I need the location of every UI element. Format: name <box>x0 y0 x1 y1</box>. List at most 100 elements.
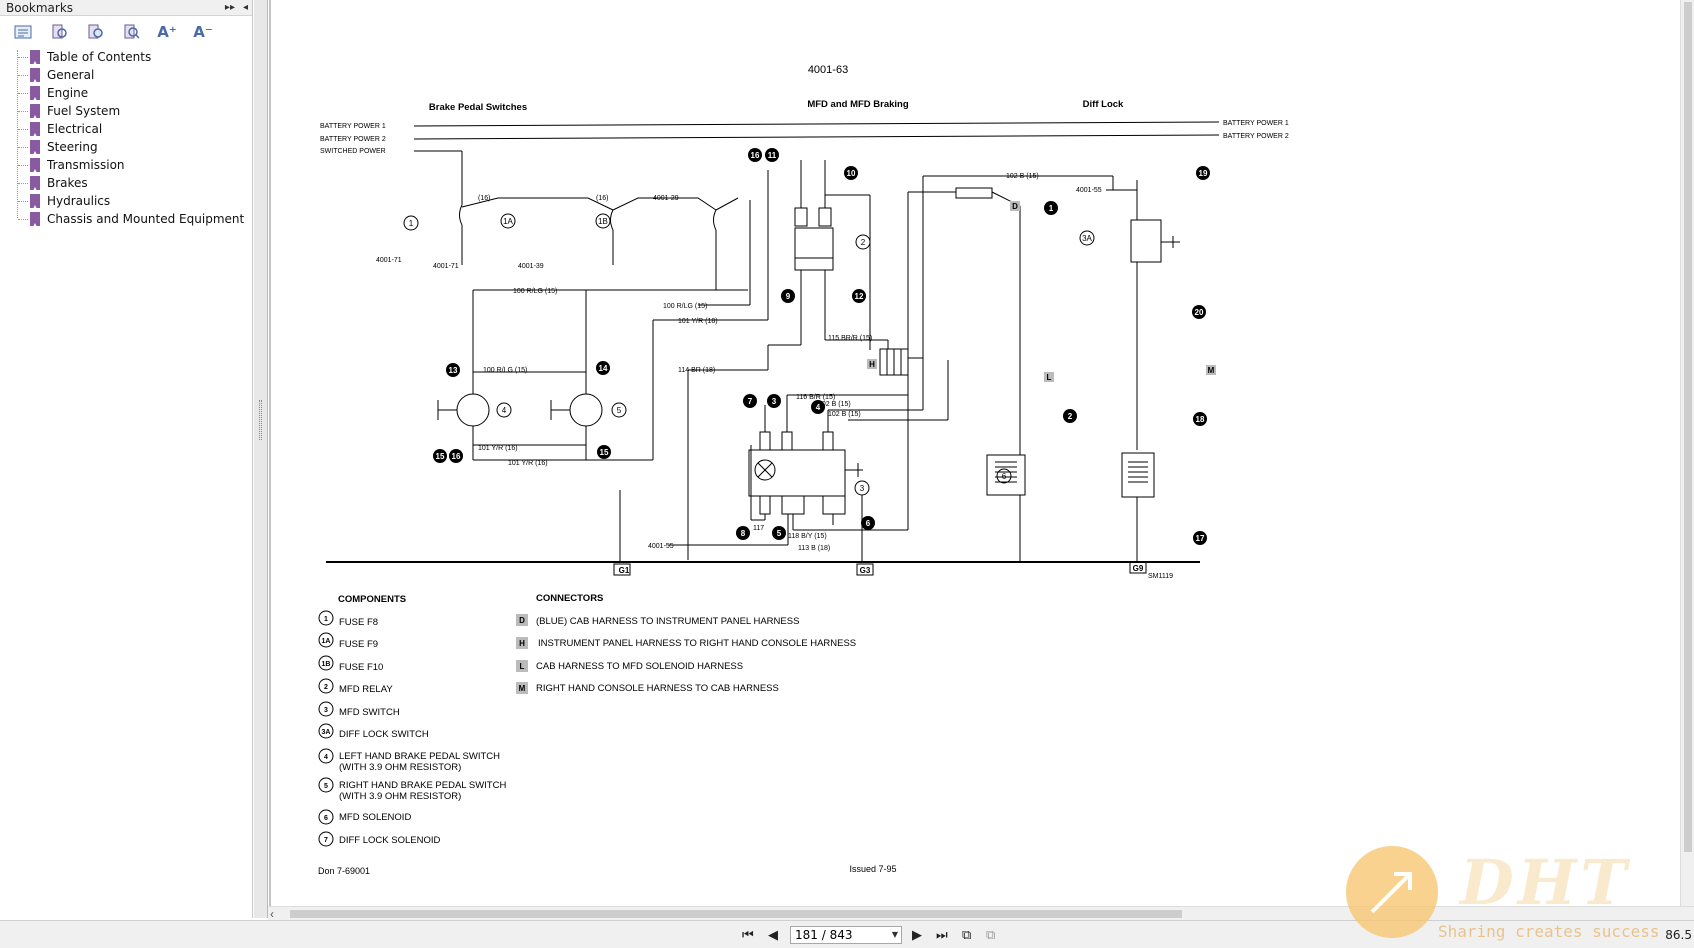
conn-name-d: (BLUE) CAB HARNESS TO INSTRUMENT PANEL H… <box>536 616 799 627</box>
bookmark-brakes[interactable]: Brakes <box>14 174 252 192</box>
conn-name-m: RIGHT HAND CONSOLE HARNESS TO CAB HARNES… <box>536 683 779 694</box>
bookmark-label: General <box>47 68 95 82</box>
svg-text:12: 12 <box>855 292 864 301</box>
bookmark-icon <box>30 158 40 173</box>
svg-text:115 BR/R (15): 115 BR/R (15) <box>828 335 872 342</box>
conn-id-d: D <box>519 616 525 625</box>
comp-name-5-note: (WITH 3.9 OHM RESISTOR) <box>339 791 461 802</box>
bookmark-electrical[interactable]: Electrical <box>14 120 252 138</box>
bookmark-label: Engine <box>47 86 89 100</box>
scroll-left-icon[interactable]: ‹ <box>270 907 274 921</box>
page-navigation-bar: ⏮ ◀ 181 / 843 ▼ ▶ ⏭ ⧉ ⧉ 86.5 <box>0 920 1694 948</box>
next-page-icon[interactable]: ▶ <box>912 927 922 942</box>
options-icon[interactable] <box>12 21 34 43</box>
svg-text:3: 3 <box>860 484 865 493</box>
comp-name-5: RIGHT HAND BRAKE PEDAL SWITCH <box>339 780 506 791</box>
svg-text:19: 19 <box>1199 169 1208 178</box>
svg-text:D: D <box>1012 202 1018 211</box>
svg-text:118 B/Y (15): 118 B/Y (15) <box>788 533 827 540</box>
components-heading: COMPONENTS <box>338 594 406 605</box>
svg-text:BATTERY POWER 1: BATTERY POWER 1 <box>320 123 386 130</box>
bookmark-table-of-contents[interactable]: Table of Contents <box>14 48 252 66</box>
comp-name-7: DIFF LOCK SOLENOID <box>339 835 440 846</box>
comp-id-5: 5 <box>324 783 328 790</box>
expand-bookmark-icon[interactable] <box>48 21 70 43</box>
comp-id-1a: 1A <box>322 638 331 645</box>
footer-doc-number: Don 7-69001 <box>318 866 370 876</box>
bookmark-icon <box>30 86 40 101</box>
page-code: 4001-63 <box>808 64 848 76</box>
svg-text:3A: 3A <box>1082 234 1092 243</box>
section-brake-pedal: Brake Pedal Switches <box>429 102 527 113</box>
bookmark-engine[interactable]: Engine <box>14 84 252 102</box>
svg-text:4001-29: 4001-29 <box>653 195 679 202</box>
comp-name-1b: FUSE F10 <box>339 662 383 673</box>
svg-text:H: H <box>869 360 875 369</box>
bookmark-label: Electrical <box>47 122 103 136</box>
svg-text:4001-39: 4001-39 <box>518 263 544 270</box>
comp-id-2: 2 <box>324 684 328 691</box>
chevron-down-icon[interactable]: ▼ <box>891 930 898 939</box>
copy-page-icon[interactable]: ⧉ <box>986 927 996 942</box>
svg-text:1: 1 <box>409 219 414 228</box>
horizontal-scrollbar[interactable]: ‹ <box>268 906 1694 921</box>
comp-id-7: 7 <box>324 837 328 844</box>
text-smaller-icon[interactable]: A⁻ <box>193 23 213 41</box>
last-page-icon[interactable]: ⏭ <box>936 927 948 942</box>
bookmark-label: Steering <box>47 140 98 154</box>
zoom-level[interactable]: 86.5 <box>1665 928 1692 942</box>
conn-name-l: CAB HARNESS TO MFD SOLENOID HARNESS <box>536 661 743 672</box>
svg-text:101 Y/R (16): 101 Y/R (16) <box>478 445 518 452</box>
bookmarks-panel: Bookmarks ▸▸ ◂ A⁺ A⁻ Table of Contents G… <box>0 0 253 918</box>
bookmark-icon <box>30 176 40 191</box>
panel-expand-icon[interactable]: ▸▸ <box>224 2 235 13</box>
svg-text:15: 15 <box>436 452 445 461</box>
page-number-value: 181 / 843 <box>795 928 853 942</box>
svg-text:100 R/LG (15): 100 R/LG (15) <box>663 303 707 310</box>
bookmark-general[interactable]: General <box>14 66 252 84</box>
prev-page-icon[interactable]: ◀ <box>768 927 778 942</box>
svg-text:100 R/LG (15): 100 R/LG (15) <box>513 288 557 295</box>
svg-text:116 B/R (15): 116 B/R (15) <box>796 394 835 401</box>
text-larger-icon[interactable]: A⁺ <box>157 23 177 41</box>
horizontal-scroll-thumb[interactable] <box>290 910 1182 918</box>
find-bookmark-icon[interactable] <box>120 21 142 43</box>
bookmark-icon <box>30 68 40 83</box>
vertical-scroll-thumb[interactable] <box>1684 2 1692 852</box>
bookmark-hydraulics[interactable]: Hydraulics <box>14 192 252 210</box>
panel-collapse-icon[interactable]: ◂ <box>242 2 248 13</box>
comp-name-3a: DIFF LOCK SWITCH <box>339 729 429 740</box>
svg-text:4001-71: 4001-71 <box>433 263 459 270</box>
bookmark-icon <box>30 122 40 137</box>
new-bookmark-icon[interactable] <box>84 21 106 43</box>
comp-name-3: MFD SWITCH <box>339 707 400 718</box>
svg-text:1B: 1B <box>598 217 608 226</box>
svg-text:4001-55: 4001-55 <box>1076 187 1102 194</box>
svg-text:G1: G1 <box>619 566 630 575</box>
conn-id-h: H <box>519 639 525 648</box>
bookmark-fuel-system[interactable]: Fuel System <box>14 102 252 120</box>
comp-name-1a: FUSE F9 <box>339 639 378 650</box>
bookmark-chassis[interactable]: Chassis and Mounted Equipment <box>14 210 252 228</box>
first-page-icon[interactable]: ⏮ <box>742 927 754 942</box>
svg-text:10: 10 <box>847 169 856 178</box>
svg-text:M: M <box>1208 366 1215 375</box>
svg-text:6: 6 <box>1002 472 1007 481</box>
svg-text:16: 16 <box>452 452 461 461</box>
bookmark-steering[interactable]: Steering <box>14 138 252 156</box>
panel-splitter[interactable] <box>254 0 268 918</box>
svg-text:1: 1 <box>1049 204 1054 213</box>
svg-text:SWITCHED POWER: SWITCHED POWER <box>320 148 386 155</box>
svg-text:BATTERY POWER 1: BATTERY POWER 1 <box>1223 120 1289 127</box>
comp-name-2: MFD RELAY <box>339 684 393 695</box>
conn-name-h: INSTRUMENT PANEL HARNESS TO RIGHT HAND C… <box>538 638 856 649</box>
page-number-field[interactable]: 181 / 843 ▼ <box>790 926 902 944</box>
rotate-page-icon[interactable]: ⧉ <box>962 927 972 942</box>
comp-id-3a: 3A <box>322 729 331 736</box>
svg-text:2: 2 <box>861 238 866 247</box>
bookmark-transmission[interactable]: Transmission <box>14 156 252 174</box>
vertical-scrollbar[interactable] <box>1680 0 1694 906</box>
svg-text:102 B (15): 102 B (15) <box>1006 173 1039 180</box>
comp-name-6: MFD SOLENOID <box>339 812 411 823</box>
